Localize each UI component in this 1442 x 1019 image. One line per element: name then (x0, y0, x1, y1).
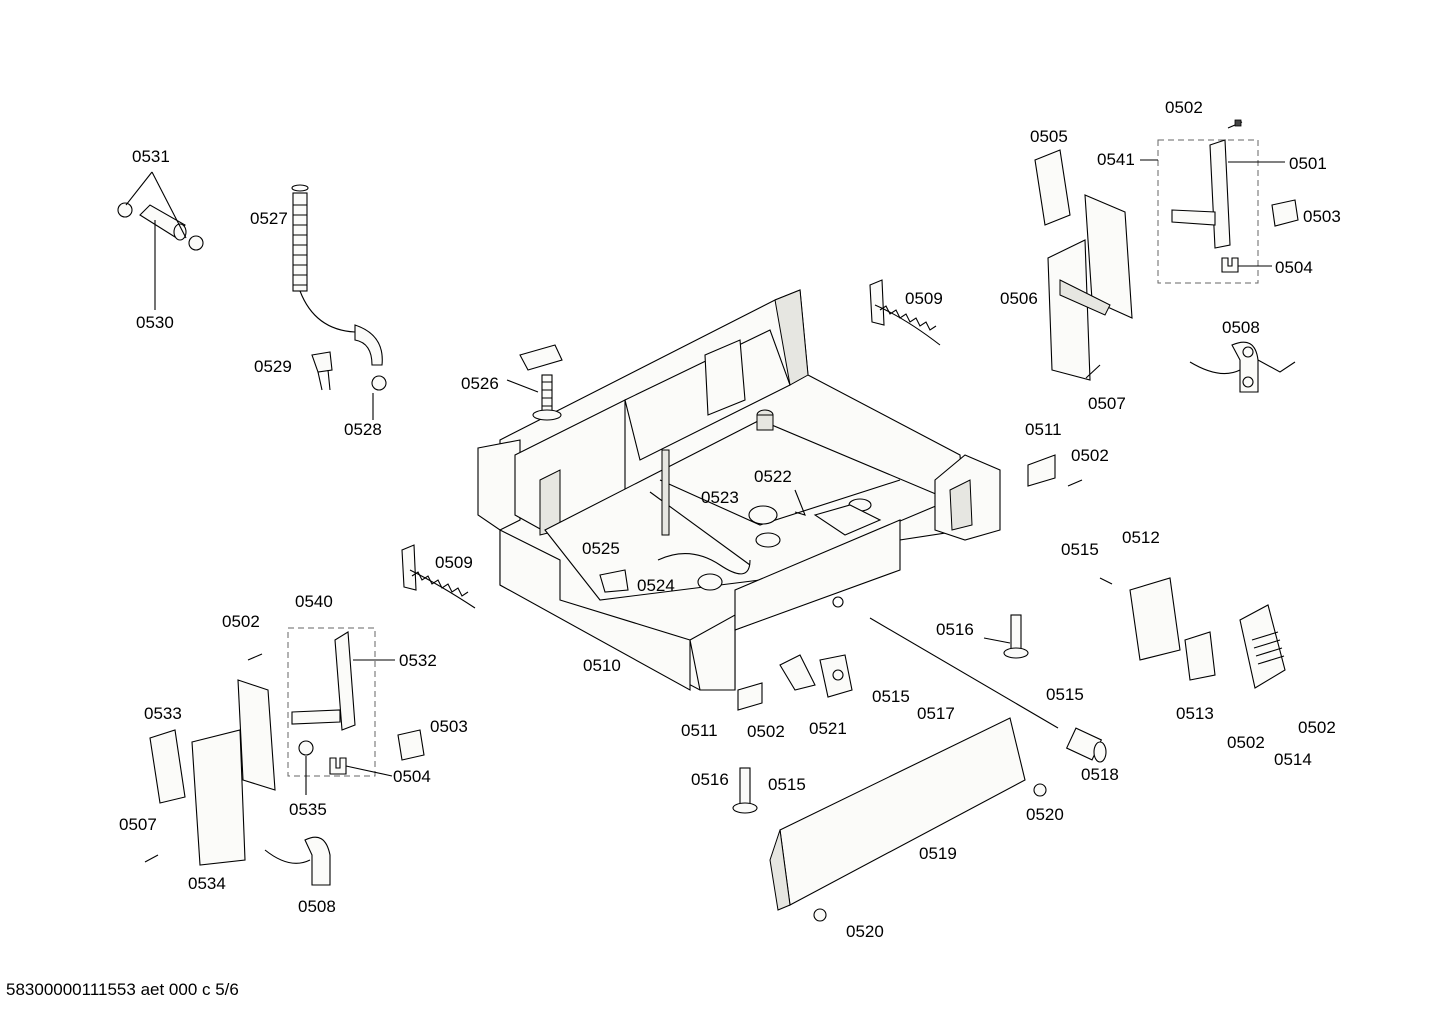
label-0516-center: 0516 (936, 620, 974, 639)
label-0506: 0506 (1000, 289, 1038, 308)
screw-0520-part-b (813, 908, 827, 922)
label-0512: 0512 (1122, 528, 1160, 547)
label-0516-bottom: 0516 (691, 770, 729, 789)
label-0504-bottom: 0504 (393, 767, 431, 786)
label-0502-c: 0502 (222, 612, 260, 631)
label-0524: 0524 (637, 576, 675, 595)
label-0515-right: 0515 (1061, 540, 1099, 559)
screw-0520-part-a (1033, 783, 1047, 797)
label-0520-bottom: 0520 (846, 922, 884, 941)
label-0502-b: 0502 (1071, 446, 1109, 465)
label-0540: 0540 (295, 592, 333, 611)
bracket-0511-part-top (1027, 454, 1056, 487)
spring-part-bottom (401, 544, 476, 609)
label-0501: 0501 (1289, 154, 1327, 173)
assembly-group-box-0540 (287, 627, 376, 777)
foot-0516-part-center (983, 614, 1029, 659)
assembly-group-box-0541 (1157, 139, 1259, 284)
label-0530: 0530 (136, 313, 174, 332)
screw-0502-b (1067, 479, 1083, 487)
bracket-0534-part (191, 679, 276, 866)
label-0509-top: 0509 (905, 289, 943, 308)
switch-0508-part-top (1189, 341, 1296, 393)
label-0508-top: 0508 (1222, 318, 1260, 337)
label-0511-bottom: 0511 (681, 721, 718, 740)
part-labels: 0531 0530 0527 0529 0528 0526 0509 0509 … (119, 98, 1341, 941)
cover-0533-part (149, 729, 186, 804)
screw-0515-right (1099, 577, 1113, 585)
clip-0504-part-bottom (329, 757, 393, 777)
upper-bracket-assembly (1034, 149, 1133, 381)
label-0503-bottom: 0503 (430, 717, 468, 736)
label-0515-center-right: 0515 (1046, 685, 1084, 704)
bracket-0501-part (1171, 139, 1285, 249)
label-0522: 0522 (754, 467, 792, 486)
knob-0518-part (1065, 727, 1107, 763)
label-0528: 0528 (344, 420, 382, 439)
label-0521: 0521 (809, 719, 847, 738)
label-0517: 0517 (917, 704, 955, 723)
label-0519: 0519 (919, 844, 957, 863)
foot-0516-part-bottom (732, 767, 758, 814)
bracket-0511-part-bottom (737, 682, 763, 711)
grommet-0535-part (298, 740, 314, 795)
clip-0503-part-bottom (397, 729, 425, 761)
label-0504-top: 0504 (1275, 258, 1313, 277)
bracket-0512-part (1129, 577, 1181, 661)
label-0509-bottom: 0509 (435, 553, 473, 572)
bracket-0532-part (291, 631, 395, 731)
screw-0502-top (1227, 119, 1243, 129)
clip-0504-part-top (1221, 257, 1272, 273)
label-0502-d: 0502 (1227, 733, 1265, 752)
label-0532: 0532 (399, 651, 437, 670)
screw-0507-b (144, 854, 159, 863)
label-0513: 0513 (1176, 704, 1214, 723)
drain-hose-part (291, 184, 387, 420)
label-0502-e: 0502 (1298, 718, 1336, 737)
adjustable-foot-part (506, 344, 563, 421)
label-0534: 0534 (188, 874, 226, 893)
label-0533: 0533 (144, 704, 182, 723)
label-0503-top: 0503 (1303, 207, 1341, 226)
label-0527: 0527 (250, 209, 288, 228)
label-0507-bottom: 0507 (119, 815, 157, 834)
valve-0521-part (779, 654, 853, 698)
plinth-0519-part (769, 717, 1026, 911)
rod-0517-part (869, 617, 1059, 729)
label-0529: 0529 (254, 357, 292, 376)
base-tub-part (477, 289, 1001, 691)
label-0515-bottom: 0515 (768, 775, 806, 794)
clip-part (311, 351, 333, 391)
switch-0508-part-bottom (264, 836, 331, 886)
screw-0502-c (247, 653, 263, 661)
document-code: 58300000111553 aet 000 c 5/6 (6, 980, 239, 999)
label-0502-top: 0502 (1165, 98, 1203, 117)
bracket-0513-part (1184, 631, 1216, 681)
label-0502-f: 0502 (747, 722, 785, 741)
label-0523: 0523 (701, 488, 739, 507)
label-0526: 0526 (461, 374, 499, 393)
spring-part-top (869, 279, 941, 346)
label-0518: 0518 (1081, 765, 1119, 784)
label-0510: 0510 (583, 656, 621, 675)
label-0520-right: 0520 (1026, 805, 1064, 824)
label-0508-bottom: 0508 (298, 897, 336, 916)
hose-clamp-part (117, 171, 204, 310)
clip-0503-part-top (1271, 199, 1299, 227)
label-0541: 0541 (1097, 150, 1135, 169)
label-0514: 0514 (1274, 750, 1312, 769)
label-0507-top: 0507 (1088, 394, 1126, 413)
label-0511-top: 0511 (1025, 420, 1062, 439)
label-0531: 0531 (132, 147, 170, 166)
cover-0514-part (1239, 604, 1286, 689)
label-0525: 0525 (582, 539, 620, 558)
label-0505: 0505 (1030, 127, 1068, 146)
label-0535: 0535 (289, 800, 327, 819)
label-0515-center: 0515 (872, 687, 910, 706)
